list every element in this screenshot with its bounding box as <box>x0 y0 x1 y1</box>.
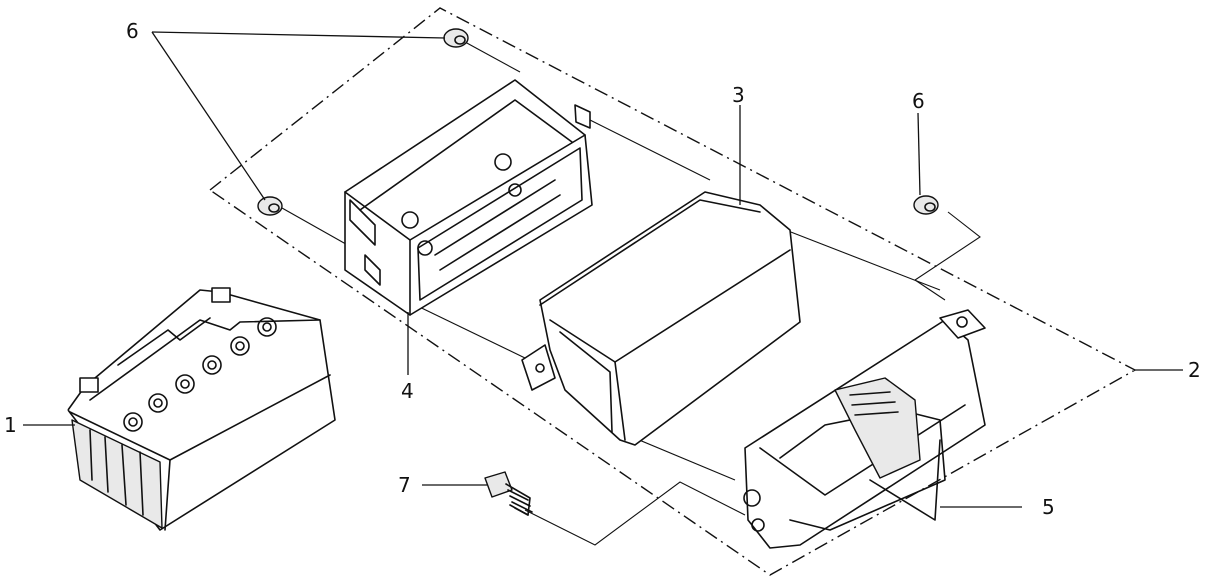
grommet-left <box>257 196 283 216</box>
grommet-top <box>443 28 469 48</box>
callout-6-left: 6 <box>126 19 139 43</box>
upper-cover <box>344 79 593 316</box>
callout-labels: 1 2 3 4 5 6 6 7 <box>4 19 1201 519</box>
battery <box>67 287 336 531</box>
callout-6-right: 6 <box>912 89 925 113</box>
rubber-cover <box>521 191 801 446</box>
callout-5: 5 <box>1042 495 1055 519</box>
bolt <box>484 471 533 516</box>
callout-leaders <box>23 31 1183 508</box>
callout-7: 7 <box>398 473 411 497</box>
callout-1: 1 <box>4 413 17 437</box>
lower-box <box>743 309 986 549</box>
callout-2: 2 <box>1188 358 1201 382</box>
callout-3: 3 <box>732 83 745 107</box>
battery-cell-caps <box>123 317 277 432</box>
grommet-right <box>913 195 939 215</box>
callout-4: 4 <box>401 379 414 403</box>
